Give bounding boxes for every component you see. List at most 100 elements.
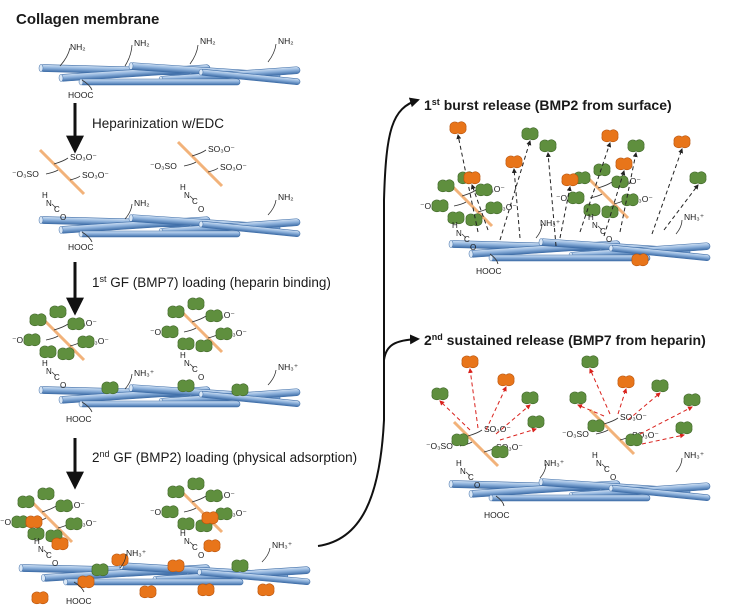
bond-line	[261, 547, 271, 563]
fiber-body	[79, 78, 241, 86]
release-arrow	[651, 148, 684, 235]
collagen-fiber	[608, 484, 711, 502]
amide-h: H	[42, 359, 48, 368]
collagen-fiber	[488, 494, 651, 502]
fiber-end	[63, 578, 68, 586]
sulfate-label: SO₃O⁻	[484, 424, 511, 434]
heparin-chain	[26, 496, 74, 544]
bmp7-blob	[581, 355, 599, 369]
ammonium-label: NH₃⁺	[684, 212, 705, 222]
bond-line	[45, 335, 59, 341]
sulfate-label: SO₃O⁻	[620, 412, 647, 422]
bmp2-blob	[601, 129, 619, 143]
sulfate-label: SO₃O⁻	[626, 194, 653, 204]
sulfate-label: SO₃O⁻	[632, 430, 659, 440]
bmp7-blob	[231, 559, 249, 573]
collagen-fiber	[608, 244, 711, 262]
amide-n: N	[184, 191, 190, 200]
sulfate-label: SO₃O⁻	[220, 328, 247, 338]
ammonium-label: NH₃⁺	[684, 450, 705, 460]
bmp7-blob	[177, 337, 195, 351]
bmp2-blob	[673, 135, 691, 149]
bond-line	[207, 167, 219, 173]
release-header-burst: 1st burst release (BMP2 from surface)	[424, 97, 672, 113]
bmp7-blob	[475, 183, 493, 197]
scene-bmp2-loaded: SO₃O⁻⁻O₃SOSO₃O⁻HNCOSO₃O⁻⁻O₃SOSO₃O⁻HNCONH…	[0, 477, 311, 606]
bmp7-blob	[447, 211, 465, 225]
step3-sup: nd	[100, 449, 110, 459]
bmp2-blob	[77, 575, 95, 589]
bmp2-blob	[31, 591, 49, 605]
bmp2-blob	[139, 585, 157, 599]
fiber-end	[198, 68, 204, 76]
bond-line	[41, 505, 57, 513]
bond-line	[183, 507, 197, 513]
amide-h: H	[180, 529, 186, 538]
bmp7-blob	[627, 139, 645, 153]
release-arrow	[663, 184, 699, 231]
ammonium-label: NH₃⁺	[134, 368, 155, 378]
burst-sup: st	[432, 97, 440, 107]
release-arrow	[499, 427, 537, 441]
fiber-end	[197, 568, 202, 576]
scene-bmp7-loaded: SO₃O⁻⁻O₃SOSO₃O⁻HNCOSO₃O⁻⁻O₃SOSO₃O⁻HNCONH…	[12, 297, 301, 424]
bmp2-blob	[449, 121, 467, 135]
amide-o: O	[60, 213, 66, 222]
bmp2-blob	[631, 253, 649, 267]
bmp2-blob	[561, 173, 579, 187]
amide-c: C	[604, 465, 610, 474]
carboxyl-label: HOOC	[66, 596, 92, 606]
amide-n: N	[38, 545, 44, 554]
bond-line	[191, 149, 207, 157]
bond-line	[189, 541, 195, 547]
bmp7-blob	[451, 433, 469, 447]
amide-n: N	[46, 199, 52, 208]
bond-line	[267, 369, 277, 386]
bmp7-blob	[205, 489, 223, 503]
fiber-end	[78, 400, 84, 408]
bmp7-blob	[27, 527, 45, 541]
bmp2-blob	[497, 373, 515, 387]
heparin-chain	[582, 172, 630, 220]
bond-line	[189, 44, 199, 65]
bond-line	[453, 201, 467, 207]
bond-line	[124, 373, 133, 390]
fiber-end	[538, 238, 544, 246]
sulfate-label: SO₃O⁻	[220, 162, 247, 172]
bond-line	[539, 463, 547, 479]
bmp7-blob	[37, 487, 55, 501]
bond-line	[189, 195, 195, 201]
bmp2-blob	[617, 375, 635, 389]
fiber-end	[198, 390, 204, 398]
bond-line	[189, 363, 195, 369]
amide-o: O	[198, 373, 204, 382]
heparin-chain	[38, 314, 86, 362]
step-label-bmp2-loading: 2nd GF (BMP2) loading (physical adsorpti…	[92, 449, 357, 465]
fiber-end	[58, 226, 64, 234]
sulfate-label: SO₃O⁻	[82, 170, 109, 180]
amide-n: N	[460, 467, 466, 476]
collagen-fiber	[198, 220, 301, 238]
bond-line	[595, 429, 609, 435]
bmp7-blob	[689, 171, 707, 185]
amide-c: C	[192, 543, 198, 552]
bmp7-blob	[485, 201, 503, 215]
amine-label: NH₂	[200, 36, 216, 46]
sulfate-label: SO₃O⁻	[220, 508, 247, 518]
bmp7-blob	[587, 419, 605, 433]
amide-o: O	[470, 243, 476, 252]
amide-n: N	[596, 459, 602, 468]
bmp7-blob	[57, 347, 75, 361]
fiber-end	[41, 574, 46, 582]
collagen-fiber	[197, 568, 311, 586]
fiber-body	[489, 254, 651, 262]
amide-c: C	[192, 197, 198, 206]
amide-h: H	[592, 451, 598, 460]
heparin-chain	[588, 408, 636, 456]
amide-h: H	[34, 537, 40, 546]
step2-text: GF (BMP7) loading (heparin binding)	[107, 275, 331, 290]
carboxyl-label: HOOC	[476, 266, 502, 276]
